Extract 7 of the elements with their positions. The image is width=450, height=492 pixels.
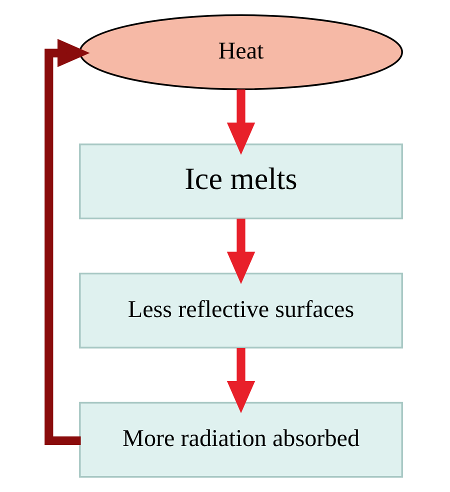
node-box: More radiation absorbed [78,402,402,478]
node-box: Less reflective surfaces [78,272,402,349]
arrow [226,218,255,284]
node-box: Ice melts [78,143,402,220]
node-ellipse: Heat [78,14,402,90]
arrow [226,90,255,155]
arrow [226,348,255,414]
